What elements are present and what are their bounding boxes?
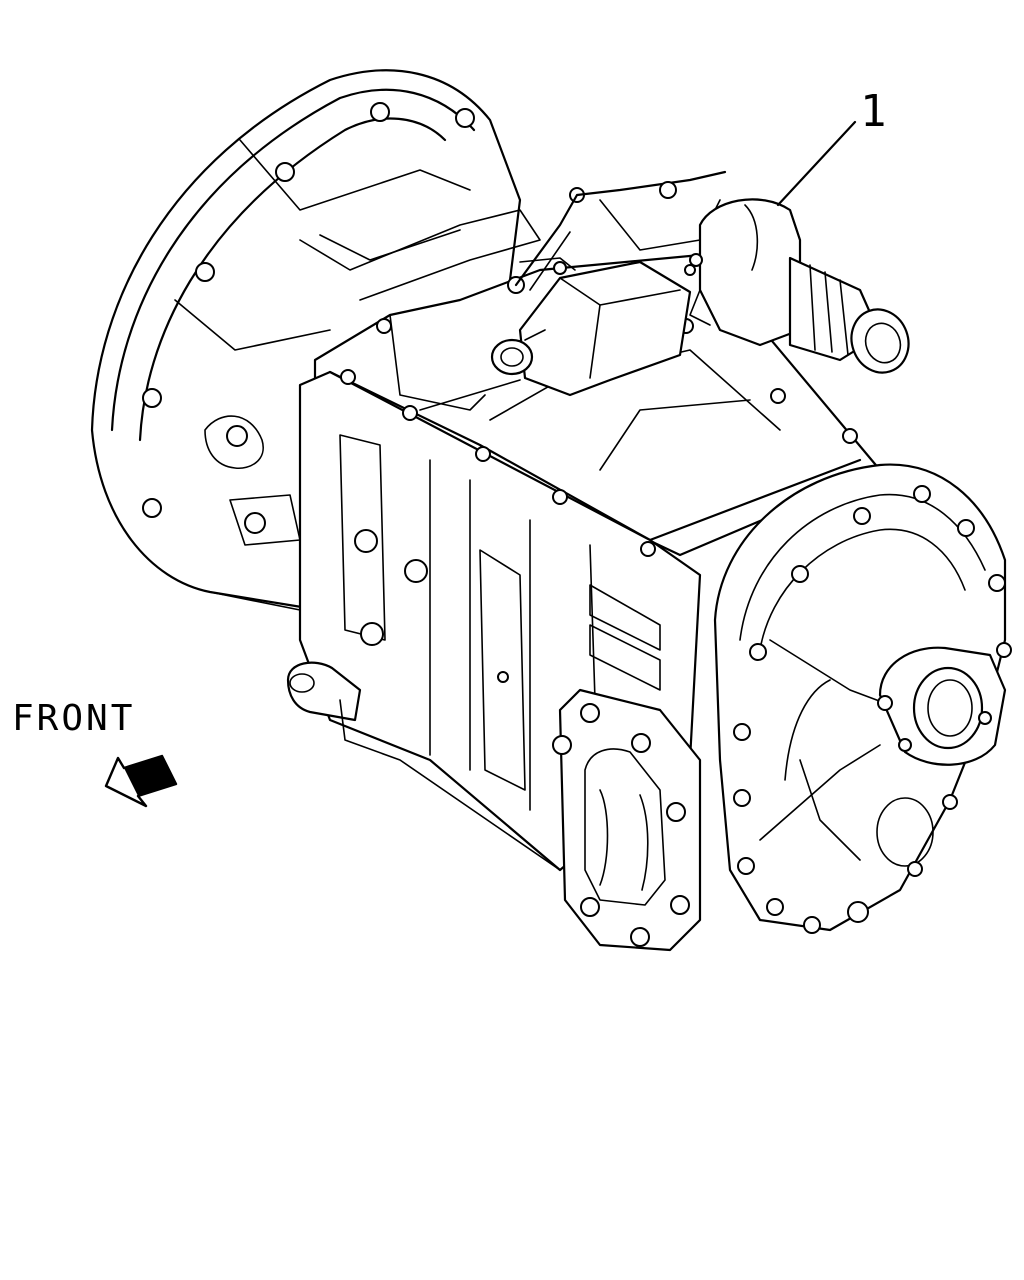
callout-1: 1 [776, 86, 887, 207]
shift-tower [490, 170, 727, 397]
front-direction-indicator: FRONT [12, 698, 178, 808]
part-1-output-assembly [684, 198, 910, 374]
rear-housing [713, 463, 1012, 934]
bell-housing-bolts [142, 102, 475, 534]
callout-1-label: 1 [860, 86, 887, 137]
side-cover [552, 688, 702, 952]
arrow-up-left-icon-shade [124, 756, 176, 796]
front-label: FRONT [12, 698, 135, 739]
